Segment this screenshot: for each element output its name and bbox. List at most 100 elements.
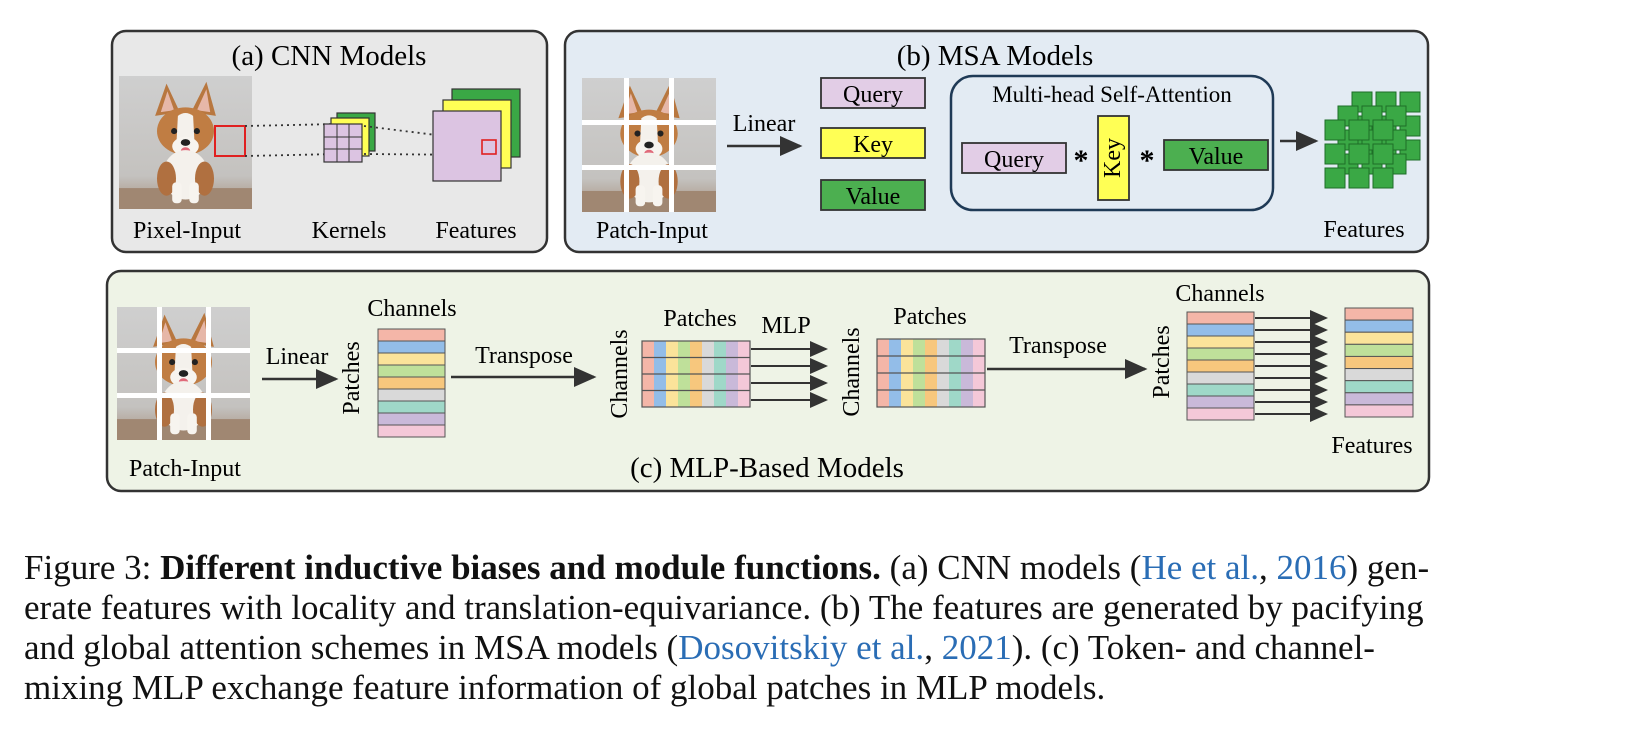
- citation-dosovitskiy-year[interactable]: 2021: [941, 628, 1012, 667]
- mlp-label: MLP: [761, 313, 810, 339]
- output-features-c: [1344, 307, 1414, 418]
- citation-dosovitskiy-author[interactable]: Dosovitskiy et al.: [678, 628, 925, 667]
- multiply-sign-2: *: [1140, 144, 1155, 177]
- row-stripe: [377, 400, 446, 414]
- panel-a-title: (a) CNN Models: [232, 40, 427, 72]
- row-stripe: [1186, 359, 1255, 373]
- row-stripe: [1344, 392, 1414, 406]
- value-box: [820, 179, 926, 211]
- row-stripe: [1344, 368, 1414, 382]
- panel-b-title: (b) MSA Models: [897, 40, 1094, 72]
- row-stripe: [1344, 331, 1414, 345]
- feature-cell: [1348, 119, 1370, 141]
- channels-label-3: Channels: [839, 327, 865, 416]
- linear-label-b: Linear: [733, 111, 796, 137]
- msa-key-label: Key: [1100, 138, 1126, 178]
- row-stripe: [377, 340, 446, 354]
- row-stripe: [1344, 343, 1414, 357]
- value-label: Value: [846, 184, 901, 210]
- key-box: [820, 127, 926, 159]
- msa-query-label: Query: [984, 147, 1044, 173]
- caption-cite2-sep: ,: [924, 628, 942, 667]
- features-label-c: Features: [1331, 433, 1412, 459]
- panel-c-mlp: Patch-Input Linear Channels Patches Tran…: [105, 269, 1431, 493]
- features-label-b: Features: [1323, 217, 1404, 243]
- corgi-image: [119, 76, 252, 209]
- mlp-arrows: [751, 341, 828, 408]
- channels-label-4: Channels: [1175, 281, 1264, 307]
- channel-matrix-1: [641, 340, 751, 408]
- feature-cell: [1324, 143, 1346, 165]
- pixel-input-label: Pixel-Input: [133, 218, 241, 244]
- row-stripe: [377, 352, 446, 366]
- row-stripe: [1186, 311, 1255, 325]
- patches-label-2: Patches: [663, 306, 736, 332]
- citation-he-author[interactable]: He et al.: [1141, 548, 1260, 587]
- caption-line-2: erate features with locality and transla…: [24, 588, 1424, 627]
- caption-text-3b: ). (c) Token- and channel-: [1011, 628, 1375, 667]
- matrix-border: [641, 340, 751, 408]
- msa-query-box: [961, 142, 1067, 174]
- msa-block: [949, 74, 1275, 212]
- feature-stack-b: [1324, 91, 1421, 189]
- feature-cell: [1372, 167, 1394, 189]
- row-stripe: [377, 424, 446, 438]
- token-matrix-1: [377, 328, 446, 438]
- msa-value-label: Value: [1189, 144, 1244, 170]
- panel-b-msa: (b) MSA Models Patch-Input Linear Query …: [563, 29, 1430, 254]
- row-stripe: [377, 412, 446, 426]
- patch-grid-b: [582, 78, 716, 212]
- row-stripe: [1186, 323, 1255, 337]
- row-stripe: [1344, 355, 1414, 370]
- multiply-sign-1: *: [1074, 144, 1089, 177]
- row-stripe: [377, 388, 446, 402]
- citation-he-year[interactable]: 2016: [1276, 548, 1347, 587]
- feature-cell: [1324, 167, 1346, 189]
- caption-prefix: Figure 3:: [24, 548, 161, 587]
- row-stripe: [1186, 395, 1255, 409]
- kernels-label: Kernels: [312, 218, 387, 244]
- caption-line-1: Figure 3: Different inductive biases and…: [24, 548, 1524, 588]
- msa-title: Multi-head Self-Attention: [992, 82, 1232, 107]
- transpose-label-1: Transpose: [475, 343, 573, 369]
- panel-a-cnn: (a) CNN Models Pixel-Input Kernels Featu…: [110, 29, 549, 254]
- caption-text-1a: (a) CNN models (: [880, 548, 1142, 587]
- row-stripe: [377, 376, 446, 390]
- feature-cell: [1372, 143, 1394, 165]
- channel-mlp-arrows: [1255, 310, 1328, 422]
- caption-cite1-sep: ,: [1259, 548, 1277, 587]
- features-label-a: Features: [435, 218, 516, 244]
- query-label: Query: [843, 82, 903, 108]
- figure-diagram: (a) CNN Models Pixel-Input Kernels Featu…: [105, 29, 1431, 493]
- panel-b-frame: [563, 29, 1430, 254]
- row-stripe: [1186, 383, 1255, 397]
- channels-label-1: Channels: [367, 296, 456, 322]
- panel-c-title: (c) MLP-Based Models: [630, 452, 904, 484]
- row-stripe: [377, 328, 446, 342]
- transpose-label-2: Transpose: [1009, 333, 1107, 359]
- caption-line-4: mixing MLP exchange feature information …: [24, 668, 1106, 707]
- patches-label-3: Patches: [893, 304, 966, 330]
- row-stripe: [377, 364, 446, 378]
- patch-grid-c: [117, 307, 250, 440]
- caption-bold-title: Different inductive biases and module fu…: [160, 548, 881, 587]
- linear-label-c: Linear: [266, 344, 329, 370]
- row-stripe: [1344, 307, 1414, 321]
- patches-label-4: Patches: [1149, 325, 1175, 398]
- matrix-border: [876, 338, 986, 408]
- msa-value-box: [1163, 139, 1269, 171]
- patches-label-1: Patches: [339, 341, 365, 414]
- receptive-field-box: [214, 125, 246, 157]
- patch-input-label-b: Patch-Input: [596, 218, 708, 244]
- msa-key-box: [1097, 115, 1130, 201]
- row-stripe: [1344, 404, 1414, 418]
- figure-caption: Figure 3: Different inductive biases and…: [24, 548, 1524, 708]
- channels-label-2: Channels: [607, 329, 633, 418]
- channel-matrix-2: [876, 338, 986, 408]
- row-stripe: [1186, 347, 1255, 361]
- row-stripe: [1186, 335, 1255, 349]
- feature-cell: [1324, 119, 1346, 141]
- feature-cell: [1348, 143, 1370, 165]
- token-matrix-2: [1186, 311, 1255, 421]
- feature-cell: [1348, 167, 1370, 189]
